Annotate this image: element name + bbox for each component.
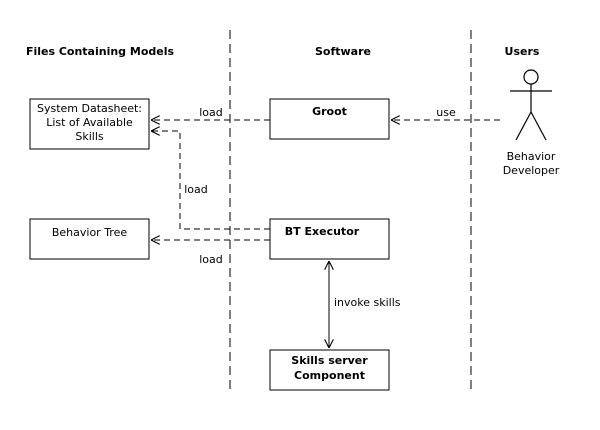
- node-behavior-tree: Behavior Tree: [29, 218, 150, 260]
- node-behavior-tree-label: Behavior Tree: [52, 226, 127, 239]
- node-bt-executor: BT Executor: [269, 218, 390, 260]
- column-header-software: Software: [315, 45, 371, 58]
- node-system-datasheet-line-3: Skills: [75, 130, 104, 143]
- column-header-files: Files Containing Models: [26, 45, 175, 58]
- node-system-datasheet-line-2: List of Available: [46, 116, 133, 129]
- edge-executor-load-tree: load: [151, 240, 270, 266]
- actor-behavior-developer: Behavior Developer: [503, 69, 560, 177]
- node-bt-executor-label: BT Executor: [285, 225, 360, 238]
- node-system-datasheet-line-1: System Datasheet:: [37, 102, 142, 115]
- edge-label-executor-load-tree: load: [199, 253, 223, 266]
- edge-label-use: use: [436, 106, 456, 119]
- node-skills-server-line-2: Component: [294, 369, 365, 382]
- edge-invoke-skills: invoke skills: [329, 261, 401, 348]
- node-groot: Groot: [269, 98, 390, 140]
- actor-label-line-2: Developer: [503, 164, 560, 177]
- edge-groot-load-datasheet: load: [151, 106, 270, 120]
- edge-label-invoke-skills: invoke skills: [334, 296, 401, 309]
- stick-figure-icon: [510, 69, 552, 141]
- node-groot-label: Groot: [312, 105, 347, 118]
- actor-label-line-1: Behavior: [507, 150, 556, 163]
- column-header-users: Users: [505, 45, 540, 58]
- node-skills-server-line-1: Skills server: [291, 354, 368, 367]
- edge-executor-load-datasheet: load: [151, 131, 270, 230]
- edge-developer-use-groot: use: [391, 106, 500, 120]
- node-skills-server: Skills server Component: [269, 349, 390, 391]
- edge-label-executor-load-datasheet: load: [184, 183, 208, 196]
- node-system-datasheet: System Datasheet: List of Available Skil…: [29, 98, 150, 150]
- edge-label-groot-load: load: [199, 106, 223, 119]
